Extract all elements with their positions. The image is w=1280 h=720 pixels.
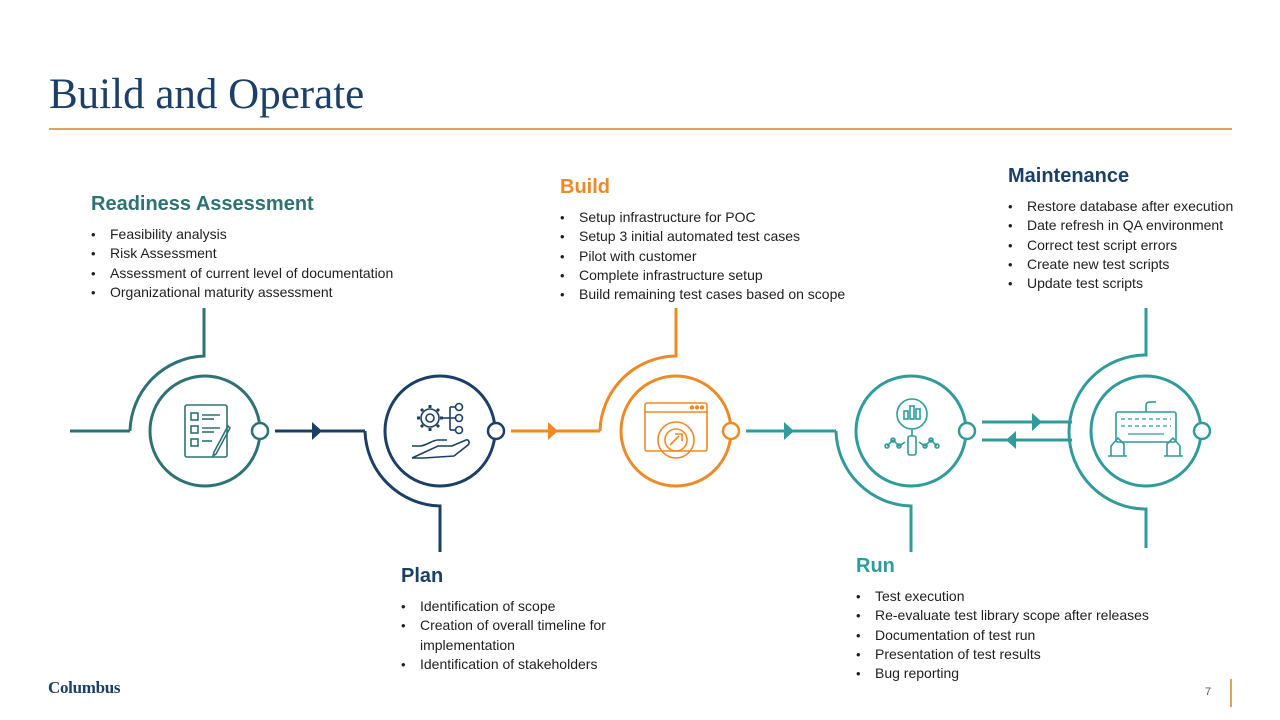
footer-accent-bar [1230, 679, 1232, 707]
list-item: Creation of overall timeline for impleme… [401, 616, 651, 655]
list-item: Pilot with customer [560, 247, 880, 267]
connector-readiness-plan [275, 422, 365, 440]
plan-title: Plan [401, 565, 444, 587]
list-item: Test execution [856, 587, 1186, 607]
gear-hand-icon [411, 402, 470, 459]
connector-build-run [746, 422, 836, 440]
title-divider [49, 128, 1232, 130]
maintenance-node [1067, 308, 1212, 548]
run-node [834, 374, 977, 552]
run-stage: Run Test execution Re-evaluate test libr… [856, 555, 1186, 684]
list-item: Presentation of test results [856, 645, 1186, 665]
list-item: Feasibility analysis [91, 225, 431, 245]
list-item: Re-evaluate test library scope after rel… [856, 606, 1186, 626]
page-title: Build and Operate [49, 71, 365, 118]
browser-gear-icon [644, 402, 708, 459]
list-item: Setup infrastructure for POC [560, 208, 880, 228]
plan-stage: Plan Identification of scope Creation of… [401, 565, 651, 674]
connector-plan-build [511, 422, 600, 440]
readiness-list: Feasibility analysis Risk Assessment Ass… [91, 225, 431, 302]
list-item: Correct test script errors [1008, 236, 1268, 256]
build-title: Build [560, 176, 610, 198]
connector-run-maintenance [982, 413, 1072, 449]
list-item: Bug reporting [856, 664, 1186, 684]
build-list: Setup infrastructure for POC Setup 3 ini… [560, 208, 880, 305]
columbus-logo: Columbus [48, 678, 121, 697]
build-stage: Build Setup infrastructure for POC Setup… [560, 176, 880, 305]
readiness-title: Readiness Assessment [91, 193, 314, 215]
magnifier-chart-icon [884, 398, 940, 456]
list-item: Build remaining test cases based on scop… [560, 285, 880, 305]
readiness-stage: Readiness Assessment Feasibility analysi… [91, 193, 431, 302]
maintenance-stage: Maintenance Restore database after execu… [1008, 165, 1268, 294]
list-item: Identification of scope [401, 597, 651, 617]
list-item: Identification of stakeholders [401, 655, 651, 675]
run-title: Run [856, 555, 895, 577]
build-node [598, 308, 741, 488]
list-item: Organizational maturity assessment [91, 283, 431, 303]
plan-list: Identification of scope Creation of over… [401, 597, 651, 674]
list-item: Documentation of test run [856, 626, 1186, 646]
list-item: Setup 3 initial automated test cases [560, 227, 880, 247]
list-item: Date refresh in QA environment [1008, 216, 1268, 236]
plan-node [363, 374, 506, 552]
list-item: Create new test scripts [1008, 255, 1268, 275]
keyboard-hands-icon [1108, 401, 1183, 457]
run-list: Test execution Re-evaluate test library … [856, 587, 1186, 684]
list-item: Restore database after execution [1008, 197, 1268, 217]
list-item: Assessment of current level of documenta… [91, 264, 431, 284]
checklist-icon [184, 404, 231, 458]
list-item: Risk Assessment [91, 244, 431, 264]
list-item: Complete infrastructure setup [560, 266, 880, 286]
maintenance-list: Restore database after execution Date re… [1008, 197, 1268, 294]
readiness-node [70, 308, 270, 488]
page-number: 7 [1205, 686, 1212, 698]
list-item: Update test scripts [1008, 274, 1268, 294]
maintenance-title: Maintenance [1008, 165, 1130, 187]
